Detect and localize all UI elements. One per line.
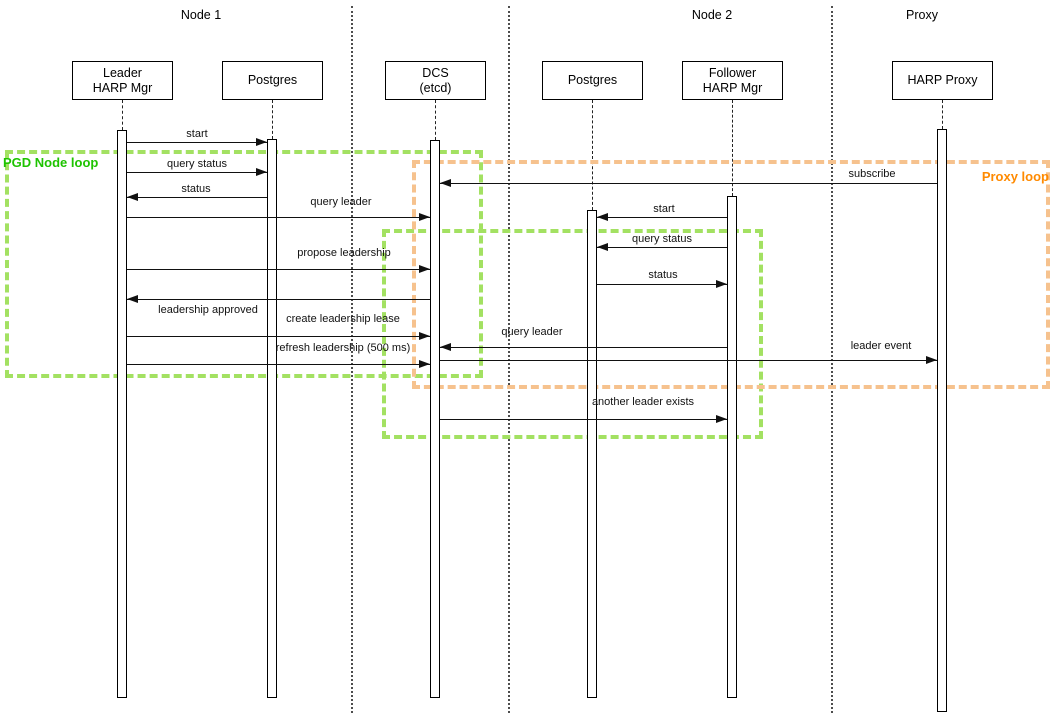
activation-bar-leader-harp-mgr bbox=[117, 130, 127, 698]
actor-dcs-etcd: DCS(etcd) bbox=[385, 61, 486, 100]
lifeline bbox=[732, 100, 733, 196]
partition-label: Proxy bbox=[906, 8, 938, 22]
message-label: another leader exists bbox=[591, 396, 695, 408]
partition-label: Node 2 bbox=[691, 8, 733, 22]
arrowhead-icon bbox=[419, 360, 430, 368]
arrowhead-icon bbox=[926, 356, 937, 364]
activation-bar-dcs-etcd bbox=[430, 140, 440, 698]
partition-separator bbox=[831, 6, 833, 713]
arrowhead-icon bbox=[597, 213, 608, 221]
actor-label-line: HARP Mgr bbox=[92, 80, 153, 95]
lifeline bbox=[942, 100, 943, 129]
message-line bbox=[127, 142, 267, 143]
message-line bbox=[127, 299, 430, 300]
message-line bbox=[127, 364, 430, 365]
message-label: query leader bbox=[310, 196, 372, 208]
actor-label-line: Follower bbox=[708, 65, 757, 80]
actor-label-line: Leader bbox=[103, 65, 142, 80]
arrowhead-icon bbox=[127, 193, 138, 201]
actor-postgres-node2: Postgres bbox=[542, 61, 643, 100]
arrowhead-icon bbox=[419, 265, 430, 273]
message-label: status bbox=[648, 269, 678, 281]
message-label: query leader bbox=[501, 326, 563, 338]
lifeline bbox=[592, 100, 593, 210]
actor-label-line: Postgres bbox=[247, 73, 298, 87]
partition-separator bbox=[351, 6, 353, 713]
message-line bbox=[597, 247, 727, 248]
actor-label-line: HARP Proxy bbox=[907, 73, 978, 87]
message-label: status bbox=[181, 183, 211, 195]
actor-harp-proxy: HARP Proxy bbox=[892, 61, 993, 100]
arrowhead-icon bbox=[597, 243, 608, 251]
message-line bbox=[127, 269, 430, 270]
activation-bar-follower-harp-mgr bbox=[727, 196, 737, 698]
pgd-node-loop-frame bbox=[5, 150, 483, 378]
message-label: query status bbox=[632, 233, 692, 245]
actor-postgres-node1: Postgres bbox=[222, 61, 323, 100]
message-line bbox=[127, 197, 267, 198]
actor-label-line: (etcd) bbox=[419, 80, 452, 95]
message-line bbox=[440, 347, 727, 348]
lifeline bbox=[122, 100, 123, 130]
lifeline bbox=[435, 100, 436, 140]
message-line bbox=[597, 284, 727, 285]
activation-bar-harp-proxy bbox=[937, 129, 947, 712]
arrowhead-icon bbox=[419, 213, 430, 221]
follower-loop-frame bbox=[382, 229, 763, 439]
activation-bar-postgres-node1 bbox=[267, 139, 277, 698]
partition-label: Node 1 bbox=[180, 8, 222, 22]
arrowhead-icon bbox=[419, 332, 430, 340]
message-line bbox=[127, 172, 267, 173]
arrowhead-icon bbox=[440, 343, 451, 351]
proxy-loop-label: Proxy loop bbox=[981, 169, 1049, 184]
message-line bbox=[440, 419, 727, 420]
message-label: start bbox=[653, 203, 675, 215]
arrowhead-icon bbox=[716, 415, 727, 423]
actor-label-line: DCS bbox=[422, 65, 449, 80]
message-line bbox=[127, 217, 430, 218]
arrowhead-icon bbox=[440, 179, 451, 187]
message-label: propose leadership bbox=[297, 247, 391, 259]
lifeline bbox=[272, 100, 273, 139]
partition-separator bbox=[508, 6, 510, 713]
message-line bbox=[440, 183, 937, 184]
arrowhead-icon bbox=[716, 280, 727, 288]
pgd-node-loop-label: PGD Node loop bbox=[3, 155, 99, 170]
message-label: leader event bbox=[850, 340, 912, 352]
message-line bbox=[597, 217, 727, 218]
message-label: create leadership lease bbox=[286, 313, 400, 325]
message-line bbox=[440, 360, 937, 361]
message-label: leadership approved bbox=[158, 304, 258, 316]
message-label: subscribe bbox=[848, 168, 896, 180]
arrowhead-icon bbox=[256, 138, 267, 146]
actor-label-line: Postgres bbox=[567, 73, 618, 87]
arrowhead-icon bbox=[256, 168, 267, 176]
arrowhead-icon bbox=[127, 295, 138, 303]
actor-label-line: HARP Mgr bbox=[702, 80, 763, 95]
message-label: query status bbox=[167, 158, 227, 170]
activation-bar-postgres-node2 bbox=[587, 210, 597, 698]
message-label: start bbox=[186, 128, 208, 140]
message-label: refresh leadership (500 ms) bbox=[275, 342, 411, 354]
message-line bbox=[127, 336, 430, 337]
